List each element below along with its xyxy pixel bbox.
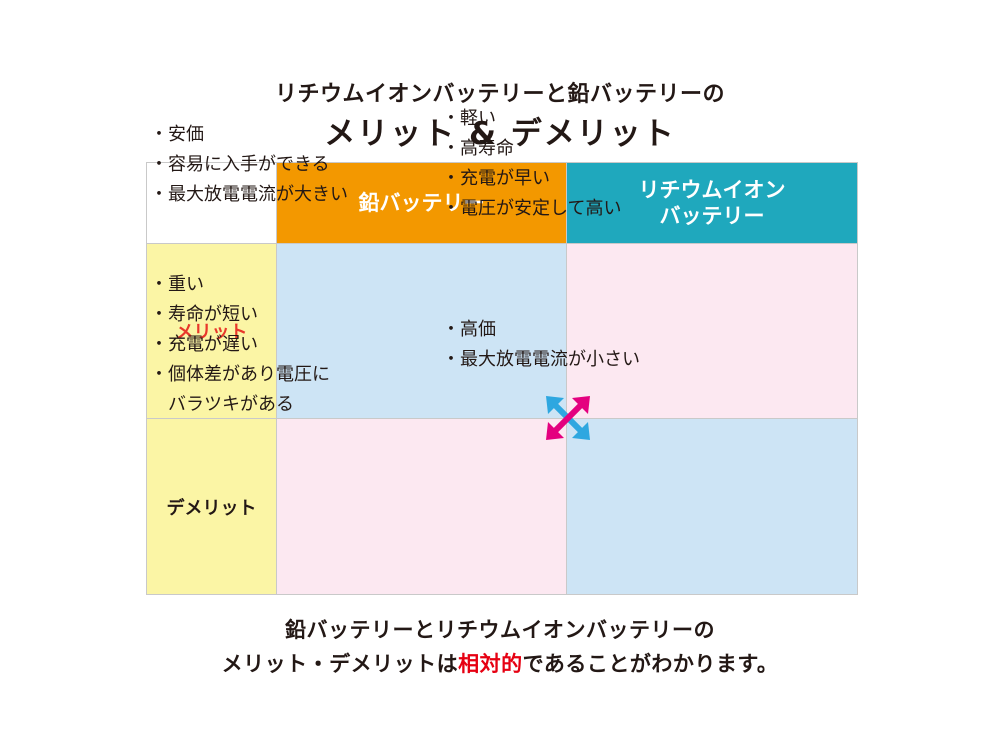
list-item: 充電が遅い xyxy=(150,330,330,360)
cross-arrows-icon xyxy=(546,396,590,440)
summary-text: メリット・デメリットは xyxy=(221,652,459,676)
row-header-demerit: デメリット xyxy=(146,418,277,595)
list-lead-merit: 安価 容易に入手ができる 最大放電電流が大きい xyxy=(150,120,348,210)
list-item: 重い xyxy=(150,270,330,300)
summary-line-2: メリット・デメリットは相対的であることがわかります。 xyxy=(0,648,1000,678)
list-item: 安価 xyxy=(150,120,348,150)
list-item: 充電が早い xyxy=(442,164,621,194)
list-item: 電圧が安定して高い xyxy=(442,194,621,224)
list-lithium-merit: 軽い 高寿命 充電が早い 電圧が安定して高い xyxy=(442,104,621,224)
summary-line-1: 鉛バッテリーとリチウムイオンバッテリーの xyxy=(285,618,715,642)
pink-diagonal-arrow-icon xyxy=(546,396,590,440)
summary-text: であることがわかります。 xyxy=(522,652,779,676)
cell-lead-demerit xyxy=(276,418,567,595)
list-item: 高寿命 xyxy=(442,134,621,164)
list-item: 高価 xyxy=(442,315,640,345)
list-item: 最大放電電流が小さい xyxy=(442,345,640,375)
title-line-1: リチウムイオンバッテリーと鉛バッテリーの xyxy=(274,82,725,107)
row-header-demerit-label: デメリット xyxy=(166,497,257,519)
list-item: 個体差があり電圧に バラツキがある xyxy=(150,360,330,420)
list-item: 軽い xyxy=(442,104,621,134)
list-item: 容易に入手ができる xyxy=(150,150,348,180)
list-lead-demerit: 重い 寿命が短い 充電が遅い 個体差があり電圧に バラツキがある xyxy=(150,270,330,420)
cell-lithium-demerit xyxy=(566,418,858,595)
list-item: 最大放電電流が大きい xyxy=(150,180,348,210)
summary-emphasis: 相対的 xyxy=(458,652,523,676)
list-item: 寿命が短い xyxy=(150,300,330,330)
list-lithium-demerit: 高価 最大放電電流が小さい xyxy=(442,315,640,375)
header-lithium-battery-label: リチウムイオン バッテリー xyxy=(638,177,786,228)
